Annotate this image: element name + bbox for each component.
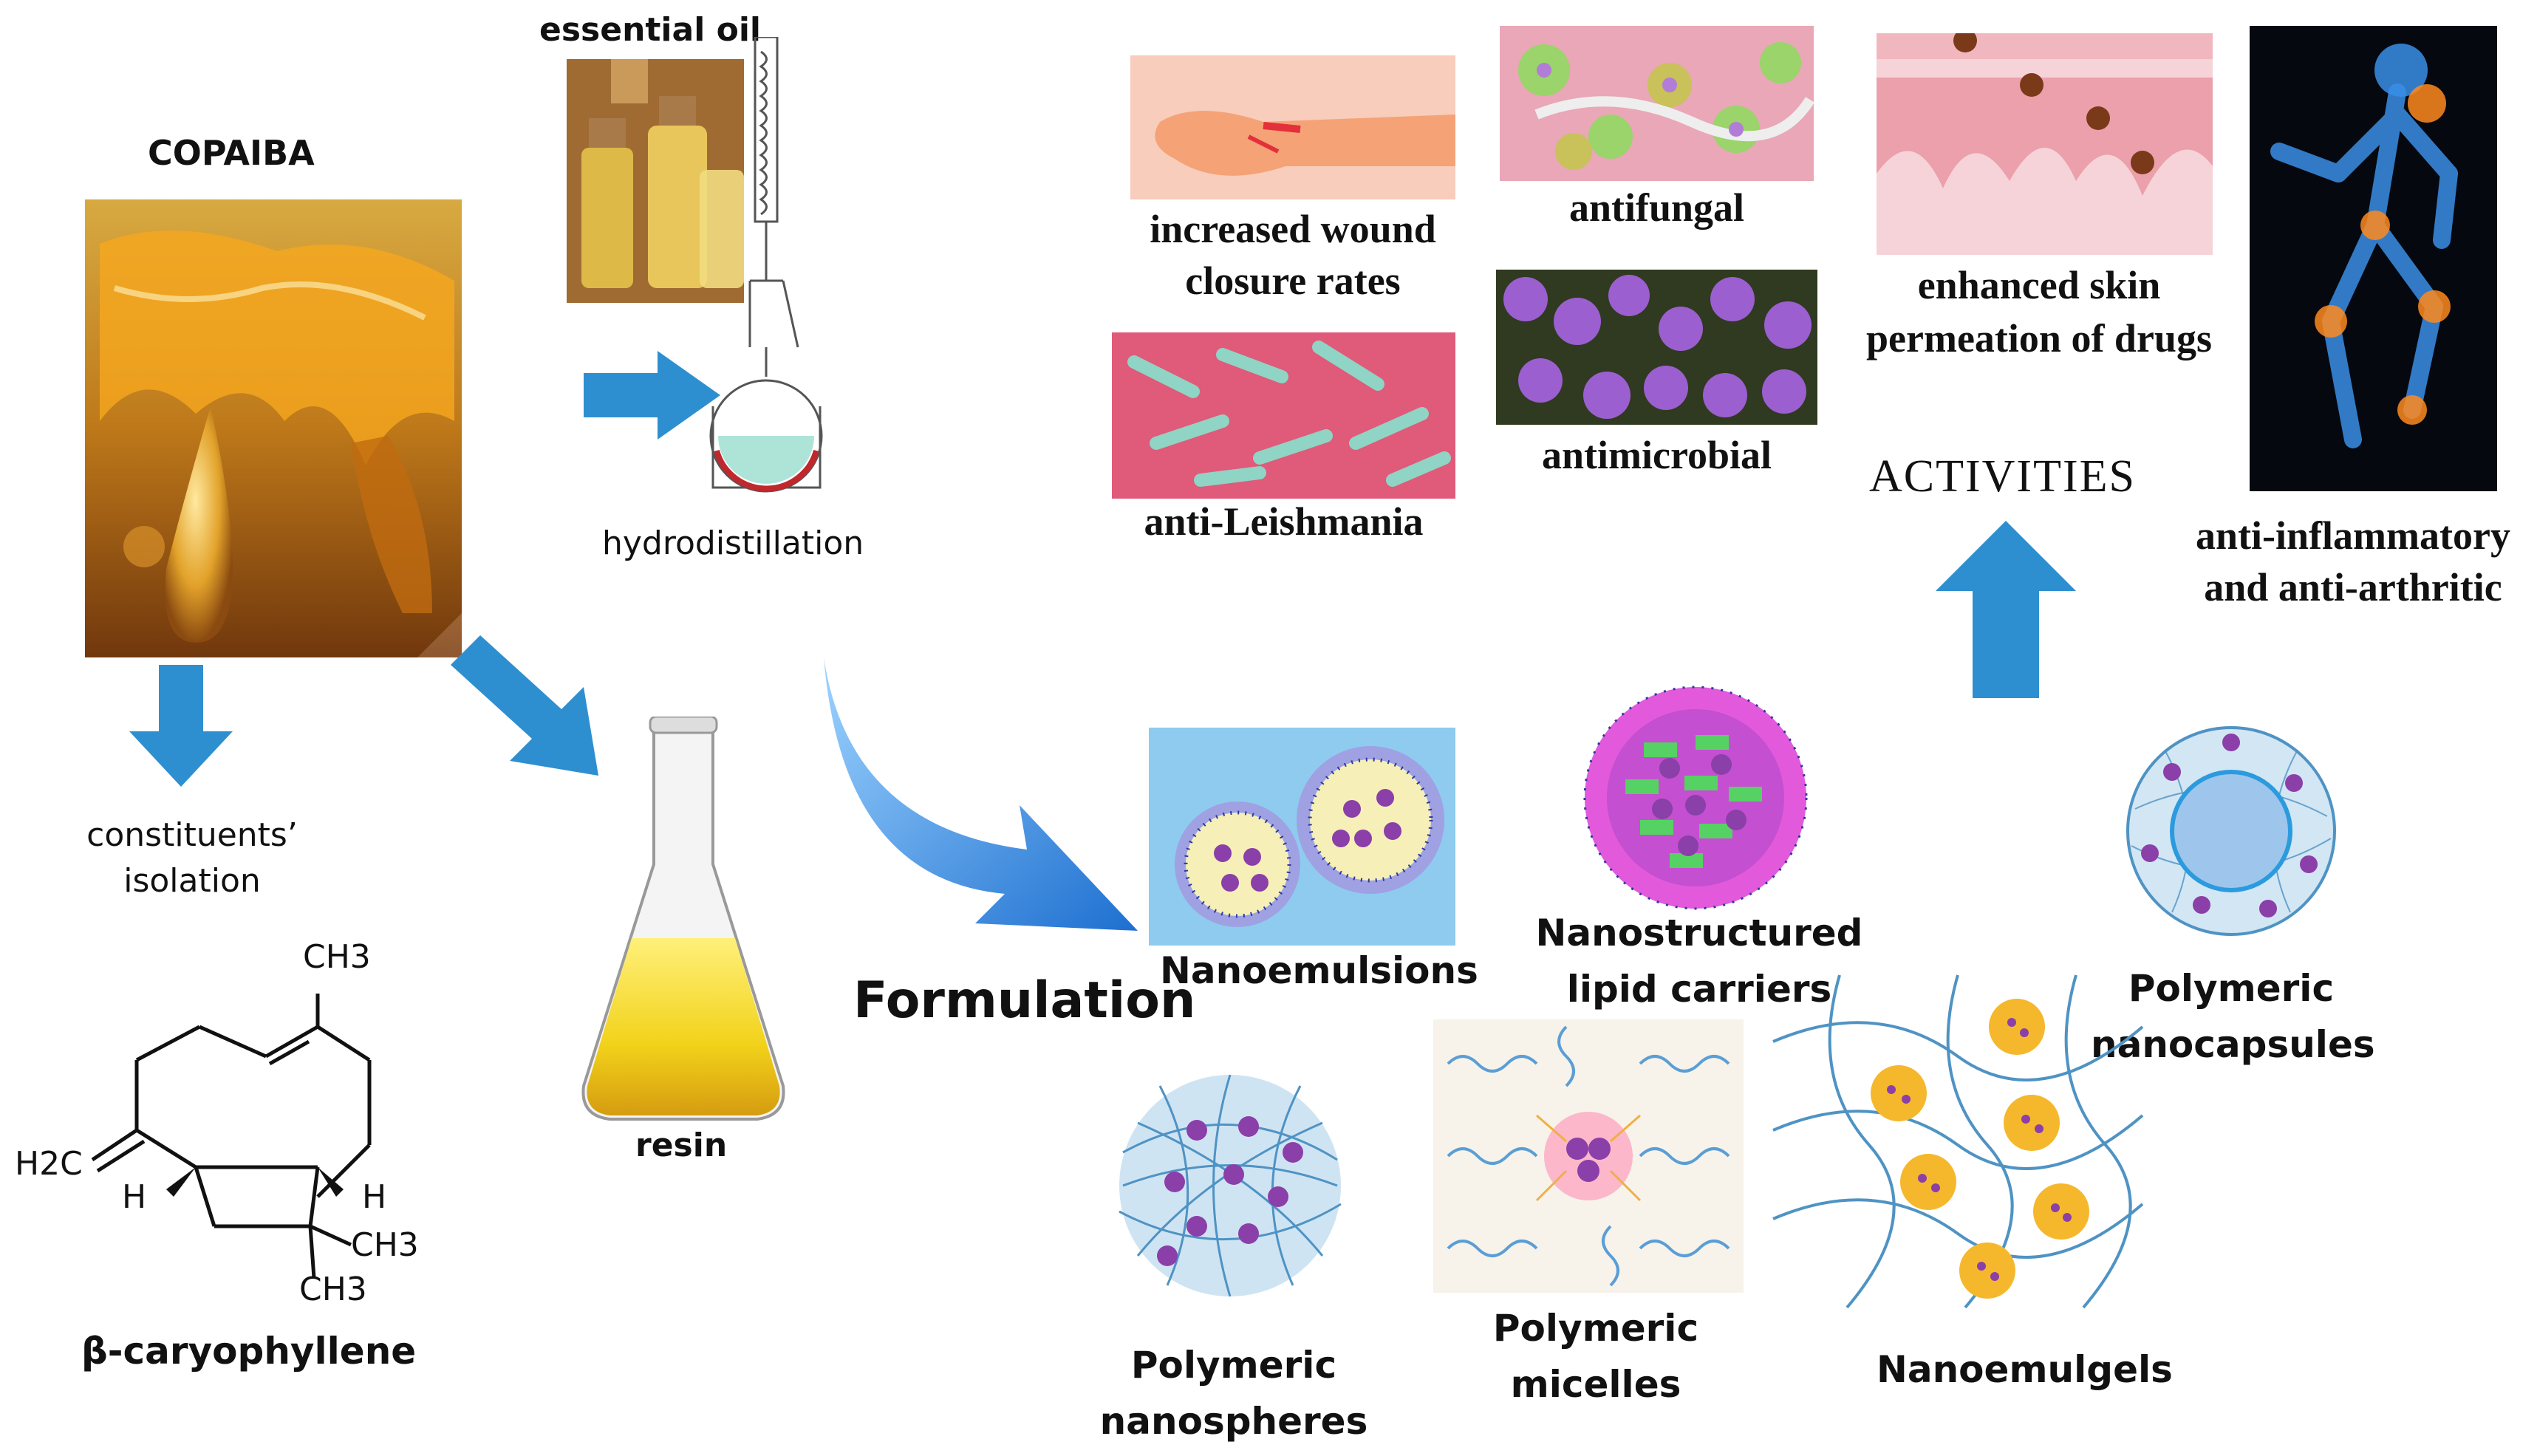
anti-inflammatory-label: anti-inflammatory and anti-arthritic xyxy=(2172,510,2534,613)
nanocapsules-label: Polymeric nanocapsules xyxy=(2091,960,2375,1073)
nlc-label-line2: lipid carriers xyxy=(1566,968,1832,1011)
nanospheres-label: Polymeric nanospheres xyxy=(1086,1337,1382,1449)
antifungal-label: antifungal xyxy=(1568,185,1745,230)
copaiba-title: COPAIBA xyxy=(148,133,315,173)
micelles-label: Polymeric micelles xyxy=(1448,1300,1744,1412)
isolation-label-line1: constituents’ xyxy=(86,816,298,854)
leishmania-image xyxy=(1112,332,1455,499)
hydrodistillation-apparatus-icon xyxy=(709,35,827,495)
resin-flask-icon xyxy=(576,715,791,1130)
ch3-bottom-label: CH3 xyxy=(299,1271,367,1308)
copaiba-resin-photo xyxy=(85,199,462,657)
h2c-label: H2C xyxy=(15,1145,83,1183)
wound-closure-image xyxy=(1130,55,1455,199)
ch3-right-label: CH3 xyxy=(351,1226,419,1264)
h-right-label: H xyxy=(362,1178,387,1216)
essential-oil-label: essential oil xyxy=(539,11,761,49)
micelles-label-line2: micelles xyxy=(1510,1363,1681,1406)
nlc-label: Nanostructured lipid carriers xyxy=(1529,905,1869,1017)
antifungal-image xyxy=(1500,26,1814,181)
isolation-label-line2: isolation xyxy=(123,862,261,900)
formulation-label: Formulation xyxy=(853,971,1196,1030)
nlc-image xyxy=(1574,676,1817,920)
leishmania-label: anti-Leishmania xyxy=(1144,499,1424,544)
skin-permeation-label-line1: enhanced skin xyxy=(1917,263,2161,307)
anti-inflammatory-label-line1: anti-inflammatory xyxy=(2196,513,2510,558)
anti-inflammatory-label-line2: and anti-arthritic xyxy=(2204,565,2502,609)
nanospheres-label-line2: nanospheres xyxy=(1099,1400,1368,1443)
arrow-up-activities xyxy=(1932,521,2080,705)
wound-closure-label: increased wound closure rates xyxy=(1116,203,1470,307)
anti-inflammatory-image xyxy=(2250,26,2497,491)
skin-permeation-label-line2: permeation of drugs xyxy=(1866,316,2212,360)
isolation-label: constituents’ isolation xyxy=(44,813,340,904)
arrow-right-hydrodistillation xyxy=(584,351,724,443)
nanoemulgels-label: Nanoemulgels xyxy=(1877,1348,2173,1391)
activities-heading: ACTIVITIES xyxy=(1869,451,2136,502)
micelles-image xyxy=(1433,1019,1744,1293)
formulation-curved-arrow xyxy=(820,657,1145,949)
caryophyllene-structure: CH3 H2C H H CH3 CH3 xyxy=(7,931,451,1344)
wound-closure-label-line1: increased wound xyxy=(1150,207,1436,251)
nanospheres-label-line1: Polymeric xyxy=(1130,1344,1337,1387)
antimicrobial-image xyxy=(1496,270,1817,425)
skin-permeation-image xyxy=(1877,33,2213,255)
skin-permeation-label: enhanced skin permeation of drugs xyxy=(1832,259,2246,365)
ch3-top-label: CH3 xyxy=(303,938,371,976)
nanoemulsions-label: Nanoemulsions xyxy=(1160,949,1478,992)
nanospheres-image xyxy=(1108,1064,1352,1308)
resin-label: resin xyxy=(635,1127,728,1164)
nanoemulgels-image xyxy=(1766,968,2150,1315)
arrow-down-isolation xyxy=(126,665,236,794)
nanocapsules-label-line1: Polymeric xyxy=(2128,967,2335,1010)
caryophyllene-name: β-caryophyllene xyxy=(81,1330,417,1373)
essential-oil-bottles-photo xyxy=(567,59,744,303)
nanocapsules-image xyxy=(2120,720,2342,942)
micelles-label-line1: Polymeric xyxy=(1492,1307,1699,1350)
nanoemulsions-image xyxy=(1149,728,1455,946)
arrow-diagonal-resin xyxy=(451,635,628,787)
h-left-label: H xyxy=(122,1178,147,1216)
wound-closure-label-line2: closure rates xyxy=(1185,259,1401,303)
antimicrobial-label: antimicrobial xyxy=(1541,433,1772,477)
hydrodistillation-label: hydrodistillation xyxy=(602,524,864,562)
nlc-label-line1: Nanostructured xyxy=(1535,912,1863,954)
